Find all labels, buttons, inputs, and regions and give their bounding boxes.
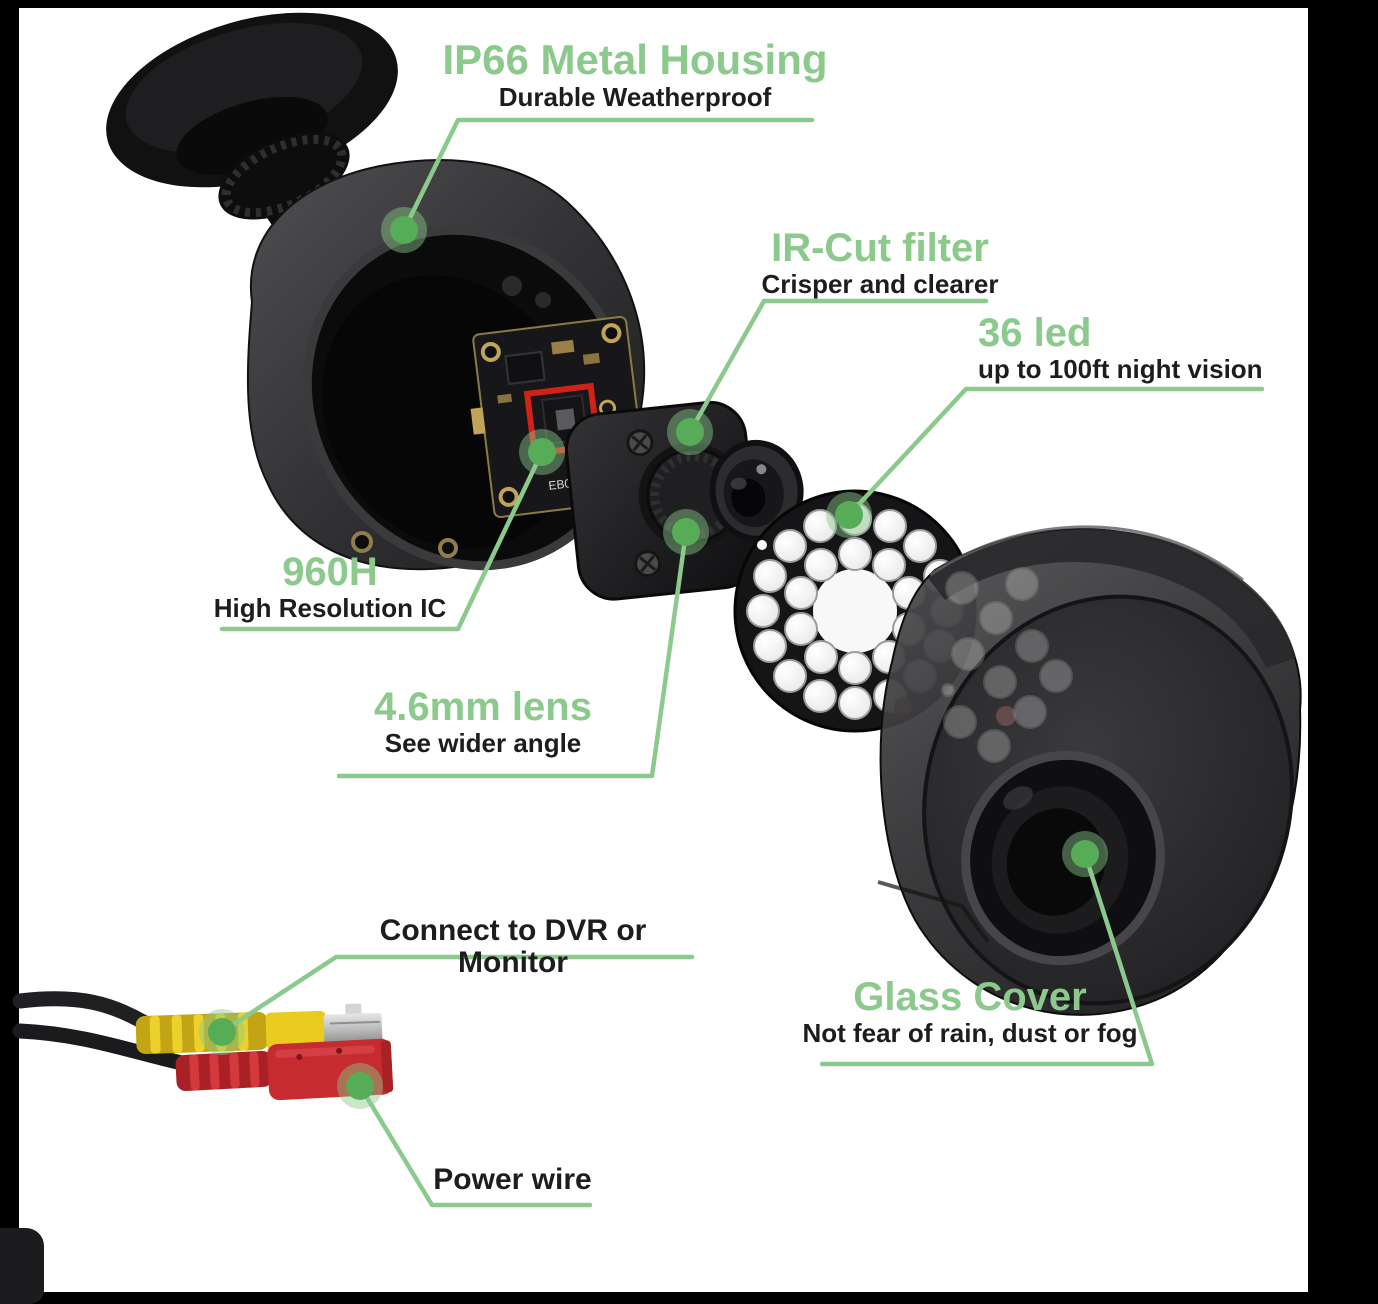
sun-shield-lip: [928, 529, 1296, 668]
dot-ir-cut: [667, 409, 713, 455]
callout-dots: [199, 207, 1108, 1109]
front-housing: [877, 525, 1302, 1016]
leader-ip66: [401, 117, 815, 233]
dot-ip66: [381, 207, 427, 253]
dot-connect-dvr: [199, 1009, 245, 1055]
cables: [12, 991, 394, 1101]
leader-46mm-lens: [336, 529, 689, 779]
led-board-hole: [813, 569, 897, 653]
leader-connect-dvr: [219, 954, 695, 1035]
leader-960h: [219, 449, 545, 632]
ghost-leds: [941, 567, 1073, 763]
dot-power-wire: [337, 1063, 383, 1109]
lens-module: [564, 400, 804, 601]
leader-glass-cover: [819, 851, 1155, 1067]
leader-ir-cut: [687, 298, 989, 435]
corner-tab: [0, 1228, 44, 1304]
mount-bracket: [106, 12, 398, 283]
ghost-light-sensor: [996, 706, 1016, 726]
leader-lines: [219, 117, 1265, 1208]
dot-960h: [519, 429, 565, 475]
leader-36-led: [846, 386, 1265, 518]
dot-36-led: [826, 492, 872, 538]
power-connector: [175, 1038, 394, 1101]
dot-46mm-lens: [663, 509, 709, 555]
glass-cover: [961, 750, 1165, 966]
dot-glass-cover: [1062, 831, 1108, 877]
leader-power-wire: [357, 1083, 593, 1208]
